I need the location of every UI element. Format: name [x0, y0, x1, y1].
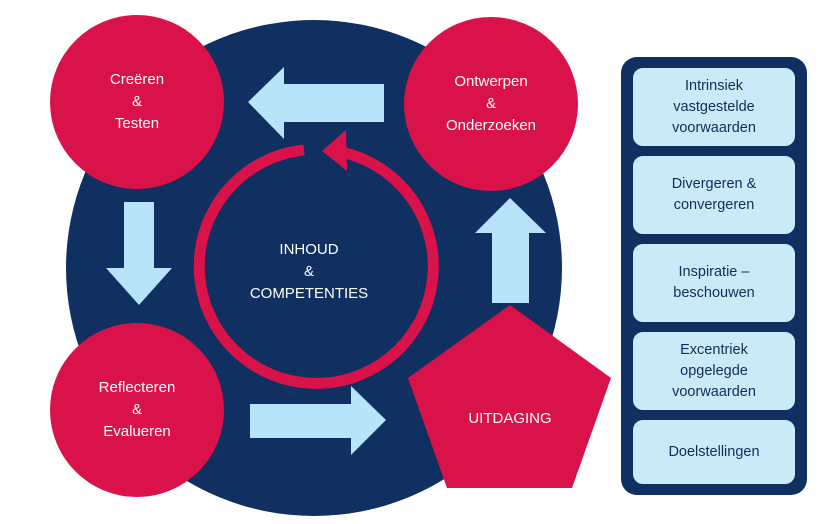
panel-item-2-line-1: Divergeren & — [671, 176, 757, 192]
center-line-3: COMPETENTIES — [249, 285, 369, 302]
panel-item-4-line-2: opgelegde — [680, 362, 748, 379]
reflecteren-line-1: Reflecteren — [98, 379, 176, 396]
ontwerpen-label: Ontwerpen & Onderzoeken — [421, 64, 561, 144]
panel-item-1-line-3: voorwaarden — [672, 119, 756, 136]
panel-item-2-line-2: convergeren — [673, 197, 755, 213]
panel-item-4-line-3: voorwaarden — [672, 383, 756, 400]
panel-item-divergeren: Divergeren & convergeren — [631, 154, 797, 236]
center-line-1: INHOUD — [279, 241, 339, 258]
creeren-line-3: Testen — [114, 115, 160, 132]
panel-item-1-line-2: vastgestelde — [673, 98, 755, 115]
node-creeren-circle — [50, 15, 224, 189]
creeren-line-1: Creëren — [109, 71, 165, 88]
uitdaging-label: UITDAGING — [440, 405, 580, 433]
panel-item-3-line-2: beschouwen — [673, 285, 755, 301]
arrow-left — [248, 67, 384, 139]
creeren-line-2: & — [131, 93, 142, 110]
panel-item-inspiratie: Inspiratie – beschouwen — [631, 242, 797, 324]
panel-item-3-line-1: Inspiratie – — [678, 264, 750, 280]
node-reflecteren-circle — [50, 323, 224, 497]
arrow-right — [250, 386, 386, 455]
ontwerpen-line-3: Onderzoeken — [445, 117, 537, 134]
arrow-down — [106, 202, 172, 305]
panel-item-excentriek: Excentriek opgelegde voorwaarden — [631, 330, 797, 412]
ontwerpen-line-2: & — [485, 95, 496, 112]
cycle-ring-arrowhead — [322, 130, 347, 171]
node-uitdaging-pentagon — [408, 305, 611, 488]
creeren-label: Creëren & Testen — [77, 62, 197, 142]
cycle-ring-arrow — [193, 144, 439, 389]
reflecteren-label: Reflecteren & Evalueren — [72, 370, 202, 450]
arrow-up — [475, 198, 546, 303]
panel-item-doelstellingen: Doelstellingen — [631, 418, 797, 486]
panel-item-5-line-1: Doelstellingen — [668, 443, 760, 460]
center-line-2: & — [303, 263, 314, 280]
panel-item-intrinsiek: Intrinsiek vastgestelde voorwaarden — [631, 66, 797, 148]
node-ontwerpen-circle — [404, 17, 578, 191]
panel-item-1-line-1: Intrinsiek — [684, 77, 744, 94]
conditions-panel: Intrinsiek vastgestelde voorwaarden Dive… — [621, 57, 807, 495]
center-label: INHOUD & COMPETENTIES — [234, 232, 384, 312]
ontwerpen-line-1: Ontwerpen — [454, 73, 528, 90]
uitdaging-text: UITDAGING — [468, 410, 552, 427]
reflecteren-line-2: & — [131, 401, 142, 418]
panel-item-4-line-1: Excentriek — [680, 341, 748, 358]
reflecteren-line-3: Evalueren — [103, 423, 171, 440]
